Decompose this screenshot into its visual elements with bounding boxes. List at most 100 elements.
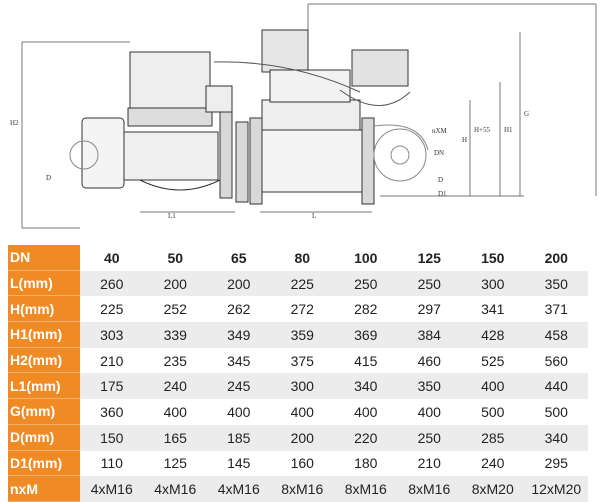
table-cell: 235 (143, 347, 207, 374)
table-cell: 300 (461, 270, 525, 297)
table-cell: 350 (524, 270, 588, 297)
table-cell: 458 (524, 322, 588, 348)
table-cell: 200 (143, 270, 207, 297)
row-header: DN (8, 245, 80, 271)
table-cell: 272 (270, 296, 334, 323)
table-cell: 210 (397, 450, 461, 477)
table-cell: 500 (524, 399, 588, 425)
table-cell: 369 (334, 322, 398, 348)
d1-dim-label: D1 (438, 190, 447, 198)
table-cell: 125 (143, 450, 207, 477)
table-cell: 245 (207, 373, 271, 400)
h1-dim-label: H1 (504, 126, 513, 134)
table-cell: 440 (524, 373, 588, 400)
h-dim-label: H (462, 136, 467, 144)
table-cell: 250 (334, 270, 398, 297)
table-cell: 200 (207, 270, 271, 297)
table-cell: 180 (334, 450, 398, 477)
table-cell: 8xM16 (397, 476, 461, 502)
table-cell: 349 (207, 322, 271, 348)
table-cell: 220 (334, 424, 398, 451)
table-cell: 428 (461, 322, 525, 348)
table-cell: 165 (143, 424, 207, 451)
table-cell: 560 (524, 347, 588, 374)
row-header: G(mm) (8, 399, 80, 425)
table-cell: 8xM20 (461, 476, 525, 502)
table-cell: 200 (270, 424, 334, 451)
table-cell: 371 (524, 296, 588, 323)
table-cell: 50 (143, 245, 207, 271)
table-cell: 400 (270, 399, 334, 425)
table-cell: 110 (80, 450, 144, 477)
table-cell: 240 (143, 373, 207, 400)
dn-label: DN (434, 149, 444, 157)
row-header: H1(mm) (8, 322, 80, 348)
table-cell: 350 (397, 373, 461, 400)
table-cell: 8xM16 (270, 476, 334, 502)
technical-drawing: H2 D L1 L nXM DN D D1 H H+55 H1 G (10, 3, 597, 229)
table-cell: 262 (207, 296, 271, 323)
table-cell: 400 (461, 373, 525, 400)
table-cell: 295 (524, 450, 588, 477)
table-cell: 175 (80, 373, 144, 400)
d-left-dim-label: D (46, 174, 51, 182)
table-cell: 4xM16 (80, 476, 144, 502)
table-cell: 4xM16 (207, 476, 271, 502)
table-cell: 40 (80, 245, 144, 271)
table-cell: 225 (270, 270, 334, 297)
row-header: L(mm) (8, 270, 80, 297)
g-dim-label: G (524, 110, 529, 118)
table-cell: 282 (334, 296, 398, 323)
table-cell: 125 (397, 245, 461, 271)
table-cell: 145 (207, 450, 271, 477)
table-cell: 384 (397, 322, 461, 348)
table-cell: 525 (461, 347, 525, 374)
row-header: D(mm) (8, 424, 80, 451)
table-cell: 150 (461, 245, 525, 271)
table-cell: 185 (207, 424, 271, 451)
h-plus-dim-label: H+55 (474, 126, 491, 134)
table-cell: 252 (143, 296, 207, 323)
table-cell: 500 (461, 399, 525, 425)
table-cell: 340 (334, 373, 398, 400)
table-cell: 225 (80, 296, 144, 323)
table-cell: 80 (270, 245, 334, 271)
table-cell: 460 (397, 347, 461, 374)
table-cell: 400 (334, 399, 398, 425)
table-cell: 345 (207, 347, 271, 374)
table-cell: 250 (397, 270, 461, 297)
table-cell: 200 (524, 245, 588, 271)
table-cell: 359 (270, 322, 334, 348)
table-cell: 400 (207, 399, 271, 425)
table-cell: 100 (334, 245, 398, 271)
table-cell: 250 (397, 424, 461, 451)
table-cell: 240 (461, 450, 525, 477)
table-cell: 65 (207, 245, 271, 271)
table-cell: 339 (143, 322, 207, 348)
table-cell: 415 (334, 347, 398, 374)
row-header: H2(mm) (8, 347, 80, 374)
row-header: H(mm) (8, 296, 80, 323)
table-cell: 260 (80, 270, 144, 297)
row-header: D1(mm) (8, 450, 80, 477)
nxm-label: nXM (432, 127, 448, 135)
table-cell: 400 (143, 399, 207, 425)
table-cell: 300 (270, 373, 334, 400)
table-cell: 285 (461, 424, 525, 451)
l-dim-label: L (312, 212, 316, 220)
table-cell: 303 (80, 322, 144, 348)
table-cell: 150 (80, 424, 144, 451)
table-cell: 210 (80, 347, 144, 374)
table-cell: 341 (461, 296, 525, 323)
l1-dim-label: L1 (168, 212, 176, 220)
